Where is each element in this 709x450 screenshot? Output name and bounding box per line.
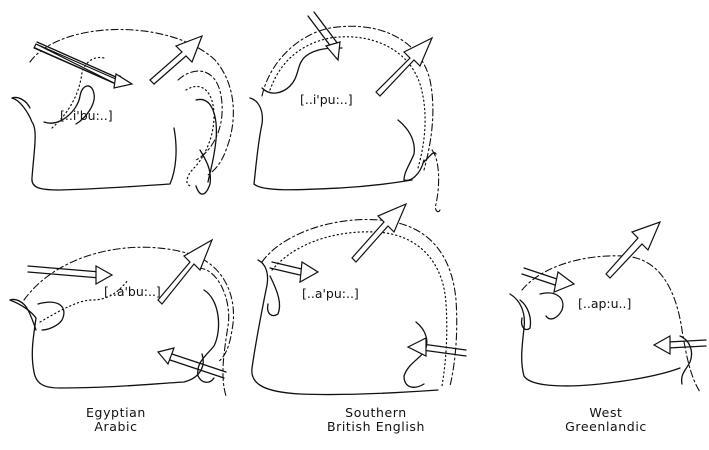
arrow-in-lower (408, 338, 466, 356)
larynx-contour-dashed (432, 150, 440, 212)
panel-greenlandic-apu: [..ap:u..] (510, 222, 706, 392)
arrow-out (158, 240, 212, 304)
arrow-out (606, 222, 660, 278)
arrow-in-upper (522, 268, 574, 292)
arrow-in (308, 12, 340, 60)
jaw-outline (252, 260, 438, 395)
tongue-body (540, 293, 563, 319)
arrow-out (352, 204, 406, 262)
jaw-outline (250, 98, 412, 190)
tongue-body (262, 48, 342, 93)
pharynx-contour-dashed (198, 268, 229, 396)
caption-line: Arabic (56, 420, 176, 434)
tongue-body (38, 302, 64, 330)
panel-egyptian-ipu: [..i'bu:..] (12, 29, 233, 194)
panel-label: [..i'pu:..] (300, 92, 353, 107)
caption-line: Egyptian (56, 406, 176, 420)
panel-label: [..i'bu:..] (60, 108, 113, 123)
panel-label: [..a'pu:..] (302, 286, 359, 301)
jaw-outline (10, 300, 203, 388)
larynx-outline (398, 120, 436, 180)
panel-british-ipu: [..i'pu:..] (250, 12, 440, 212)
arrow-in-lower (654, 336, 706, 354)
panel-label: [..a'bu:..] (104, 284, 161, 299)
caption-line: Southern (296, 406, 456, 420)
arrow-out (150, 36, 202, 84)
panel-british-apu: [..a'pu:..] (252, 204, 466, 395)
arrow-in (34, 42, 132, 88)
caption-line: Greenlandic (536, 420, 676, 434)
larynx-outline (680, 336, 692, 384)
panel-label: [..ap:u..] (578, 296, 631, 311)
tongue-contour-dashed (262, 219, 457, 386)
panel-egyptian-apu: [..a'bu:..] (10, 240, 234, 396)
arrow-in-lower (158, 348, 226, 378)
lower-lip (520, 300, 531, 330)
arrow-out (376, 38, 432, 96)
caption-line: British English (296, 420, 456, 434)
caption-southern-british-english: Southern British English (296, 406, 456, 434)
lower-lip (10, 299, 36, 330)
caption-line: West (536, 406, 676, 420)
larynx-outline (196, 99, 216, 194)
caption-west-greenlandic: West Greenlandic (536, 406, 676, 434)
lower-lip (268, 276, 280, 316)
caption-egyptian-arabic: Egyptian Arabic (56, 406, 176, 434)
arrow-in-upper (270, 262, 318, 282)
